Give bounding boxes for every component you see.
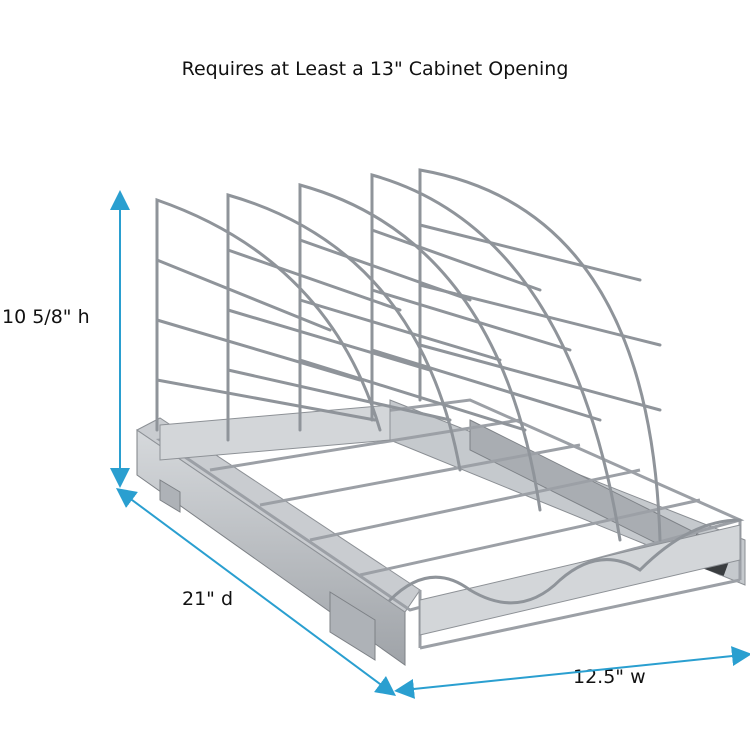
wire-dividers <box>155 168 742 605</box>
height-dimension-label: 10 5/8" h <box>2 306 90 328</box>
width-arrow <box>394 646 750 699</box>
depth-arrow <box>115 488 397 696</box>
left-slide-rail <box>136 417 421 666</box>
cabinet-opening-note: Requires at Least a 13" Cabinet Opening <box>181 58 569 80</box>
